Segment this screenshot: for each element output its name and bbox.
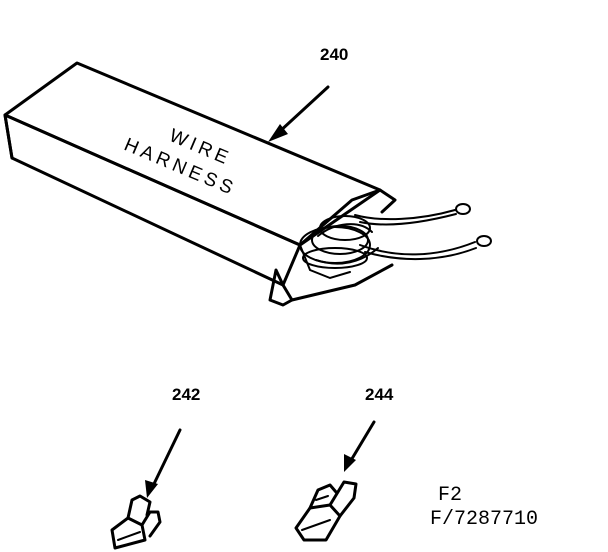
arrow-240 bbox=[268, 85, 330, 142]
coiled-wires bbox=[299, 215, 379, 269]
terminal-242 bbox=[110, 494, 162, 550]
callout-240: 240 bbox=[320, 45, 348, 64]
wire-lead-lower bbox=[359, 235, 492, 261]
arrow-244 bbox=[344, 420, 376, 472]
callout-244: 244 bbox=[365, 385, 394, 404]
wire-harness-box bbox=[3, 61, 397, 307]
figure-code-line-1: F2 bbox=[438, 484, 462, 507]
figure-code-line-2: F/7287710 bbox=[430, 508, 538, 531]
callout-242: 242 bbox=[172, 385, 200, 404]
wire-lead-upper bbox=[354, 203, 471, 226]
arrow-242 bbox=[145, 428, 182, 498]
box-label: WIRE HARNESS bbox=[121, 125, 240, 200]
terminal-244 bbox=[294, 480, 358, 542]
